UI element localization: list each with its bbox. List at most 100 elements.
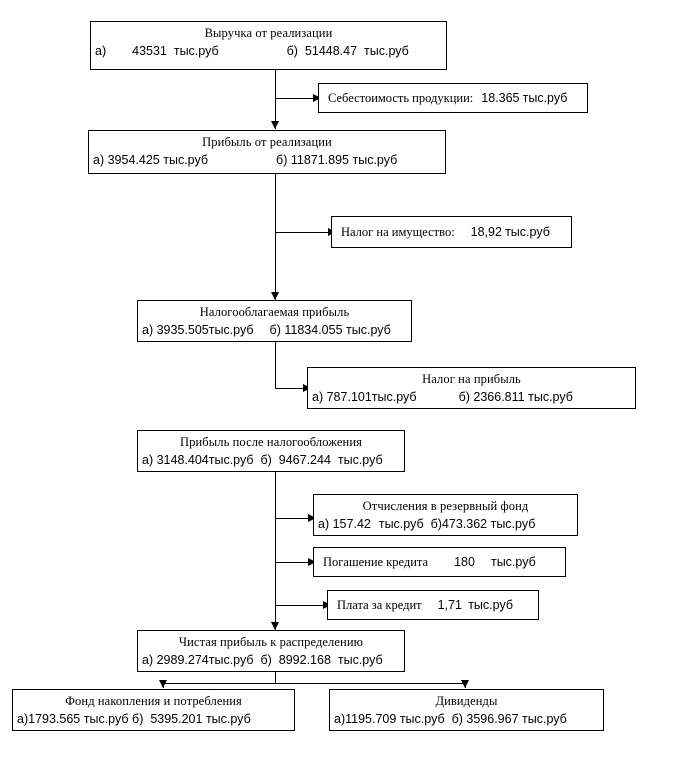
connector-profit-sales-down [275, 172, 276, 300]
node-profit-sales[interactable]: Прибыль от реализации а) 3954.425 тыс.ру… [88, 130, 446, 174]
node-property-tax-title: Налог на имущество: [341, 225, 455, 239]
node-accumulation-fund-b-value: 5395.201 [150, 712, 203, 726]
node-dividends-b-unit: тыс.руб [522, 712, 567, 726]
node-credit-repayment-unit: тыс.руб [490, 555, 536, 569]
arrowhead-to-cost [313, 94, 321, 102]
node-profit-sales-a-label: а) [93, 153, 105, 167]
connector-to-property-tax [275, 232, 330, 233]
node-taxable-profit-b-value: 11834.055 [284, 323, 343, 337]
node-profit-after-tax-a-unit: тыс.руб [208, 453, 254, 467]
node-cost-unit: тыс.руб [522, 91, 568, 105]
node-net-profit-title: Чистая прибыль к распределению [178, 635, 364, 649]
arrowhead-to-credit-repayment [308, 558, 316, 566]
node-profit-sales-title: Прибыль от реализации [202, 135, 332, 149]
node-credit-repayment-text: Погашение кредита 180 тыс.руб [314, 554, 565, 570]
connector-net-profit-down [275, 672, 276, 684]
node-dividends-a-value: 1195.709 [345, 712, 397, 726]
node-accumulation-fund-title: Фонд накопления и потребления [65, 694, 242, 708]
node-credit-repayment-title: Погашение кредита [323, 555, 429, 569]
node-accumulation-fund[interactable]: Фонд накопления и потребления а)1793.565… [12, 689, 295, 731]
node-profit-sales-values: а) 3954.425 тыс.руб б) 11871.895 тыс.руб [89, 151, 445, 169]
arrowhead-to-accumulation-fund [159, 680, 167, 688]
arrowhead-to-profit-sales [271, 121, 279, 129]
node-dividends[interactable]: Дивиденды а)1195.709 тыс.руб б) 3596.967… [329, 689, 604, 731]
node-reserve-fund-b-label: б) [430, 517, 442, 531]
node-dividends-title: Дивиденды [435, 694, 498, 708]
node-accumulation-fund-b-unit: тыс.руб [205, 712, 251, 726]
node-cost-title: Себестоимость продукции: [328, 91, 474, 105]
connector-to-credit-repayment [275, 562, 310, 563]
node-profit-sales-b-value: 11871.895 [290, 153, 350, 167]
node-dividends-b-label: б) [451, 712, 463, 726]
node-cost-value: 18.365 [481, 91, 520, 105]
connector-after-tax-down [275, 472, 276, 630]
node-profit-tax-title: Налог на прибыль [422, 372, 521, 386]
node-property-tax[interactable]: Налог на имущество:18,92 тыс.руб [331, 216, 572, 248]
node-net-profit-values: а) 2989.274тыс.руб б) 8992.168 тыс.руб [138, 651, 404, 669]
connector-taxable-profit-down [275, 342, 276, 389]
node-credit-repayment[interactable]: Погашение кредита 180 тыс.руб [313, 547, 566, 577]
node-revenue-title: Выручка от реализации [204, 26, 333, 40]
node-cost-text: Себестоимость продукции: 18.365 тыс.руб [319, 90, 587, 106]
node-reserve-fund-title: Отчисления в резервный фонд [362, 499, 529, 513]
node-credit-fee-unit: тыс.руб [468, 598, 513, 612]
connector-to-profit-tax [275, 388, 305, 389]
connector-to-credit-fee [275, 605, 325, 606]
node-revenue-a-value: 43531 [132, 44, 167, 58]
node-profit-after-tax-b-unit: тыс.руб [337, 453, 383, 467]
node-accumulation-fund-values: а)1793.565 тыс.руб б) 5395.201 тыс.руб [13, 710, 294, 728]
node-dividends-values: а)1195.709 тыс.руб б) 3596.967 тыс.руб [330, 710, 603, 728]
arrowhead-to-dividends [461, 680, 469, 688]
node-profit-tax-a-unit: тыс.руб [371, 390, 417, 404]
node-profit-sales-b-label: б) [276, 153, 288, 167]
node-taxable-profit-title: Налогооблагаемая прибыль [199, 305, 350, 319]
node-dividends-a-label: а) [334, 712, 346, 726]
connector-to-reserve-fund [275, 518, 310, 519]
node-credit-repayment-value: 180 [454, 555, 475, 569]
node-accumulation-fund-b-label: б) [132, 712, 144, 726]
node-profit-tax-a-value: 787.101 [326, 390, 372, 404]
node-net-profit-a-label: а) [142, 653, 154, 667]
node-profit-after-tax-b-value: 9467.244 [278, 453, 331, 467]
node-profit-after-tax[interactable]: Прибыль после налогообложения а) 3148.40… [137, 430, 405, 472]
arrowhead-to-reserve-fund [308, 514, 316, 522]
node-revenue-b-unit: тыс.руб [364, 44, 409, 58]
node-profit-sales-b-unit: тыс.руб [352, 153, 398, 167]
node-dividends-a-unit: тыс.руб [399, 712, 445, 726]
arrowhead-to-net-profit [271, 622, 279, 630]
node-profit-tax-a-label: а) [312, 390, 324, 404]
node-reserve-fund-a-label: а) [318, 517, 330, 531]
node-taxable-profit-b-unit: тыс.руб [346, 323, 391, 337]
node-profit-tax-b-unit: тыс.руб [528, 390, 573, 404]
node-dividends-b-value: 3596.967 [466, 712, 519, 726]
node-net-profit-a-unit: тыс.руб [208, 653, 254, 667]
node-accumulation-fund-a-label: а) [17, 712, 29, 726]
node-reserve-fund-a-value: 157.42 [332, 517, 371, 531]
node-profit-sales-a-unit: тыс.руб [163, 153, 209, 167]
node-credit-fee-value: 1,71 [437, 598, 462, 612]
node-revenue-a-unit: тыс.руб [173, 44, 219, 58]
node-net-profit-b-unit: тыс.руб [337, 653, 383, 667]
node-credit-fee[interactable]: Плата за кредит 1,71 тыс.руб [327, 590, 539, 620]
node-net-profit-b-value: 8992.168 [278, 653, 331, 667]
connector-revenue-down [275, 70, 276, 129]
node-credit-fee-title: Плата за кредит [337, 598, 422, 612]
node-taxable-profit-a-unit: тыс.руб [208, 323, 254, 337]
node-taxable-profit-a-value: 3935.505 [156, 323, 209, 337]
node-revenue-b-label: б) [286, 44, 298, 58]
node-taxable-profit-a-label: а) [142, 323, 154, 337]
node-profit-sales-a-value: 3954.425 [107, 153, 160, 167]
node-profit-after-tax-title: Прибыль после налогообложения [180, 435, 362, 449]
node-cost[interactable]: Себестоимость продукции: 18.365 тыс.руб [318, 83, 588, 113]
node-net-profit[interactable]: Чистая прибыль к распределению а) 2989.2… [137, 630, 405, 672]
node-accumulation-fund-a-unit: тыс.руб [83, 712, 129, 726]
node-taxable-profit[interactable]: Налогооблагаемая прибыль а) 3935.505тыс.… [137, 300, 412, 342]
node-profit-tax-b-label: б) [458, 390, 470, 404]
